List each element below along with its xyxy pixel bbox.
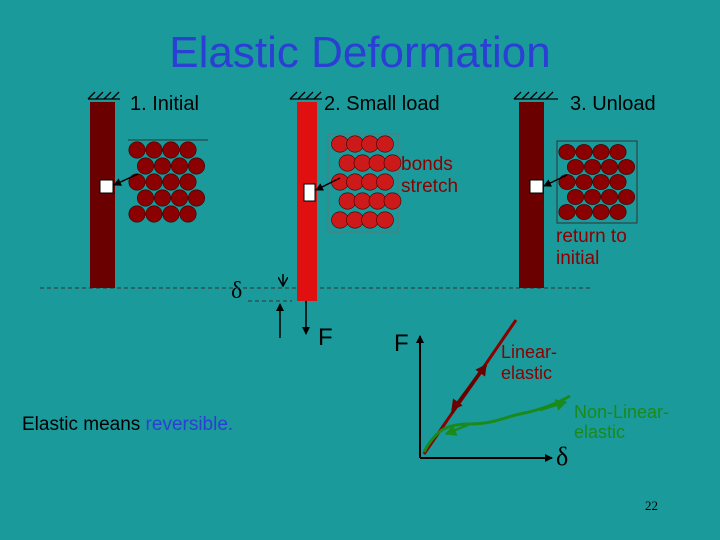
atom [338, 154, 357, 172]
page-number: 22 [645, 498, 658, 513]
atom [592, 204, 610, 220]
atom [128, 141, 146, 159]
atom [188, 157, 206, 175]
atom [145, 205, 163, 223]
atom [188, 189, 206, 207]
atom [128, 205, 146, 223]
atom [600, 159, 618, 175]
atom [137, 189, 155, 207]
note-accent: reversible. [145, 414, 234, 435]
atom [566, 159, 584, 175]
lattice-unload [556, 140, 638, 224]
atom [353, 154, 372, 172]
atom [338, 192, 357, 210]
atom [583, 189, 601, 205]
atom [331, 135, 349, 153]
atom [331, 173, 349, 191]
atom [600, 189, 618, 205]
atom [346, 135, 364, 153]
atom [558, 204, 576, 220]
atom [376, 211, 394, 229]
slide-title: Elastic Deformation [169, 28, 551, 77]
atom [346, 173, 364, 191]
atom [383, 154, 402, 172]
delta-label: δ [231, 278, 243, 304]
atom [361, 135, 379, 153]
stage-label-initial: 1. Initial [130, 93, 199, 115]
graph-x-axis-label: δ [556, 442, 569, 471]
bar-unload [519, 102, 544, 288]
stage-label-small-load: 2. Small load [324, 93, 440, 115]
atom [383, 192, 402, 210]
atom [592, 144, 610, 160]
atom [592, 174, 610, 190]
bar-marker-initial [99, 179, 114, 194]
bar-initial [90, 102, 115, 288]
nonlinear-elastic-label: Non-Linear- elastic [574, 402, 670, 442]
ceiling-hatch-1 [87, 91, 120, 100]
atom [617, 159, 635, 175]
atom [145, 173, 163, 191]
atom [566, 189, 584, 205]
atom [171, 189, 189, 207]
atom [353, 192, 372, 210]
force-label: F [318, 324, 333, 351]
elastic-note: Elastic means reversible. [22, 414, 233, 436]
atom [617, 189, 635, 205]
atom [368, 154, 387, 172]
linear-load-arrow [450, 364, 488, 414]
bar-marker-small-load [303, 183, 316, 202]
linear-unload-arrow [451, 365, 485, 411]
atom [154, 189, 172, 207]
atom [145, 141, 163, 159]
nonlinear-unload-arrow [445, 422, 471, 436]
atom [179, 141, 197, 159]
ceiling-hatch-3 [513, 91, 558, 100]
pointer-arrow-unload [543, 174, 568, 187]
atom [162, 141, 180, 159]
note-text: Elastic means [22, 414, 146, 435]
atom [575, 144, 593, 160]
ceiling-hatch-2 [289, 91, 322, 100]
atom [346, 211, 364, 229]
bonds-stretch-label: bonds stretch [401, 154, 459, 197]
atom [137, 157, 155, 175]
pointer-arrow-small-load [315, 177, 341, 191]
atom [575, 174, 593, 190]
atom [128, 173, 146, 191]
atom [162, 173, 180, 191]
atom [154, 157, 172, 175]
atom [558, 174, 576, 190]
pointer-arrow-initial [113, 173, 139, 186]
atom [558, 144, 576, 160]
atom [583, 159, 601, 175]
atom [361, 173, 379, 191]
atom [376, 173, 394, 191]
stage-label-unload: 3. Unload [570, 93, 656, 115]
atom [331, 211, 349, 229]
atom [575, 204, 593, 220]
atom [171, 157, 189, 175]
atom [609, 174, 627, 190]
atom [609, 204, 627, 220]
graph-y-axis-label: F [394, 330, 409, 357]
atom [179, 205, 197, 223]
linear-elastic-label: Linear- elastic [501, 342, 558, 383]
nonlinear-load-arrow [539, 399, 567, 412]
atom [361, 211, 379, 229]
atom [609, 144, 627, 160]
atom [162, 205, 180, 223]
atom [179, 173, 197, 191]
lattice-small-load [327, 133, 402, 233]
return-to-initial-label: return to initial [556, 226, 627, 269]
atom [368, 192, 387, 210]
atom [376, 135, 394, 153]
bar-marker-unload [529, 179, 544, 194]
lattice-initial [128, 139, 208, 223]
